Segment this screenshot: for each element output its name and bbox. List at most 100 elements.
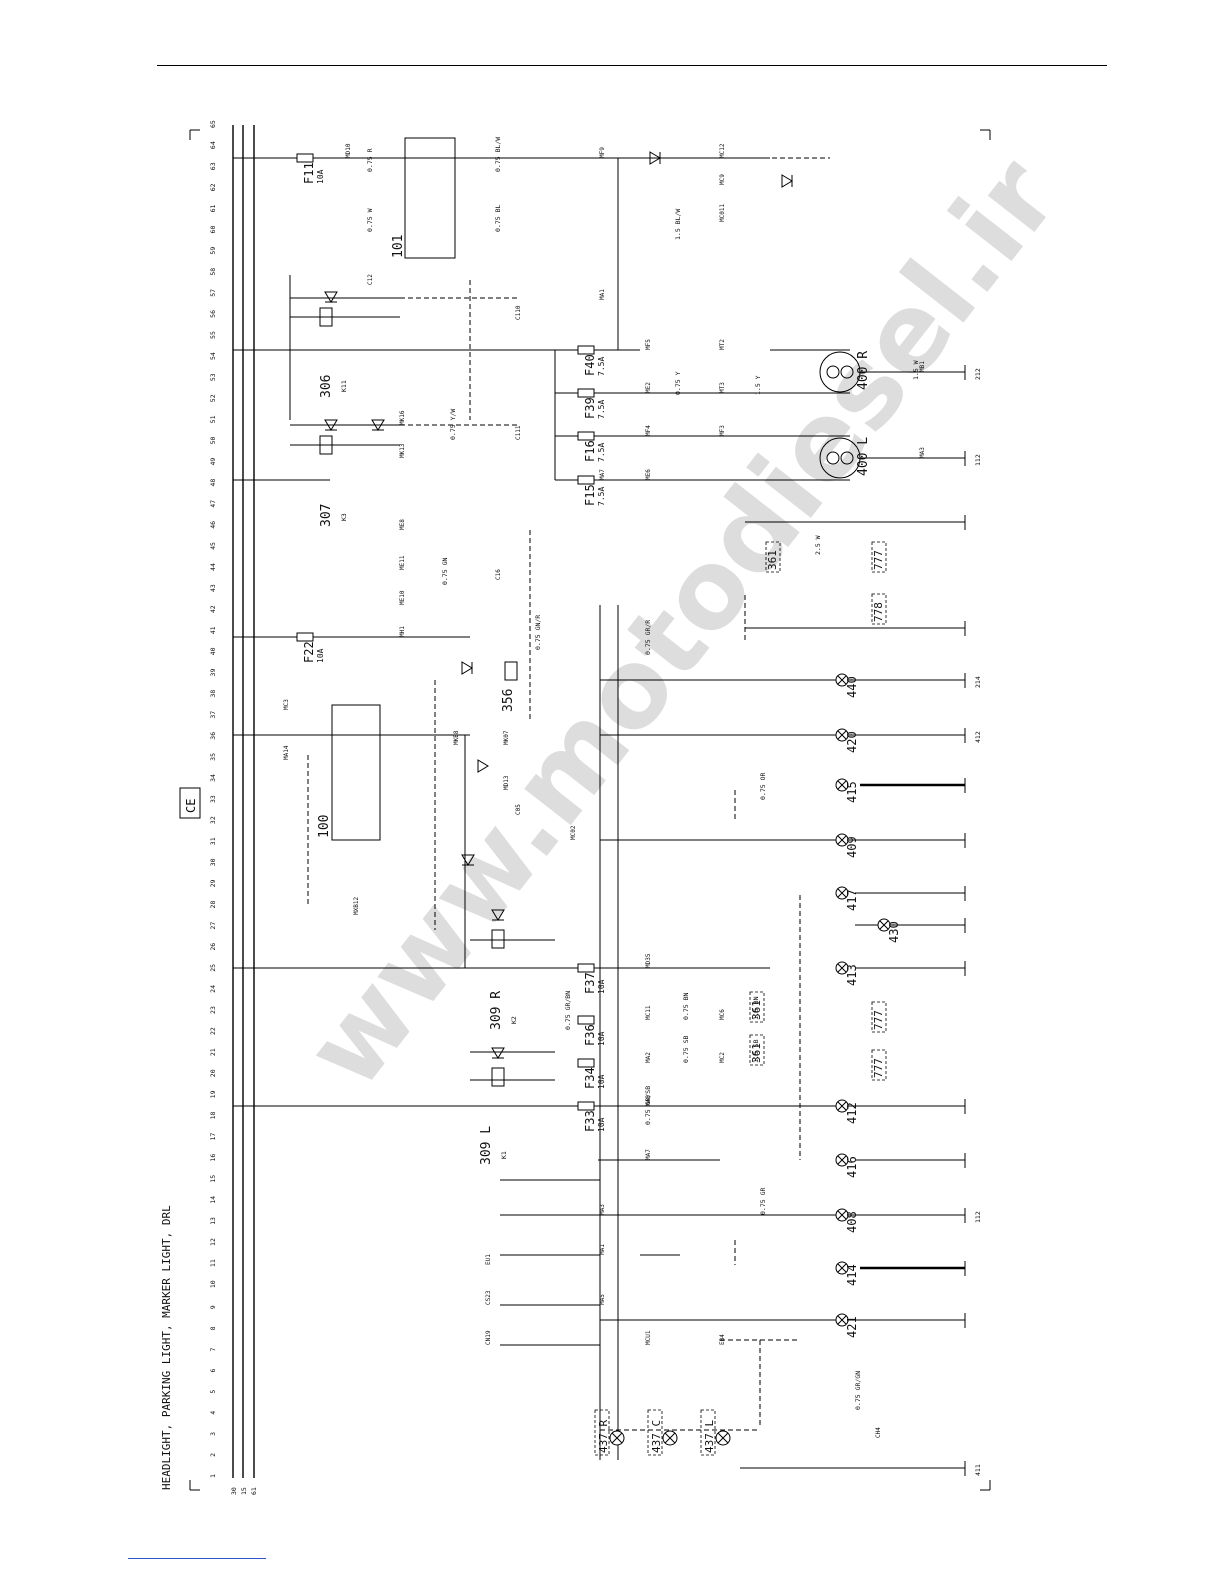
column-number: 13 [209, 1217, 217, 1225]
pin-label: MA8 [645, 1095, 652, 1106]
wire-label: 0.75 GN/R [534, 615, 542, 650]
fuse-id: F39 [583, 397, 597, 419]
pin-label: C16 [495, 569, 502, 580]
column-number: 56 [209, 310, 217, 318]
fuse-id: F37 [583, 972, 597, 994]
pin-label: MCU1 [645, 1330, 652, 1345]
fuse-body [577, 388, 595, 398]
pin-label: MK13 [399, 443, 406, 458]
relay-id: 307 [319, 504, 334, 527]
column-number: 65 [209, 120, 217, 128]
pin-label: MT3 [719, 382, 726, 393]
ground-label: 112 [974, 1211, 982, 1223]
column-scale: 1234567891011121314151617181920212223242… [209, 120, 217, 1478]
supply-rails [232, 125, 255, 1478]
column-number: 35 [209, 753, 217, 761]
pin-label: MF5 [645, 339, 652, 350]
pin-label: MK07 [503, 730, 510, 745]
pin-label: MA1 [599, 289, 606, 300]
column-number: 43 [209, 584, 217, 592]
column-number: 64 [209, 141, 217, 149]
pin-label: MA7 [599, 469, 606, 480]
lamp-cross [837, 888, 847, 898]
fuse-body [577, 1058, 595, 1068]
connector-id: 361 [766, 550, 779, 570]
fuse-body [577, 1015, 595, 1025]
headlamp-id: 400 L [856, 437, 871, 476]
pin-label: MD35 [645, 953, 652, 968]
connector-frame [871, 541, 887, 573]
lamp-id: 416 [845, 1156, 859, 1178]
pin-label: ME2 [645, 382, 652, 393]
column-number: 25 [209, 964, 217, 972]
headlamp-symbol [819, 437, 861, 479]
lamp-cross [837, 1263, 847, 1273]
relay-ref: K1 [500, 1151, 508, 1159]
lamp-id: 420 [845, 731, 859, 753]
fuse-body [577, 963, 595, 973]
column-number: 39 [209, 669, 217, 677]
fuse-rating: 7.5A [597, 487, 606, 506]
pin-label: CN19 [485, 1330, 492, 1345]
column-number: 26 [209, 943, 217, 951]
column-number: 46 [209, 521, 217, 529]
column-number: 24 [209, 985, 217, 993]
column-number: 33 [209, 795, 217, 803]
column-number: 31 [209, 837, 217, 845]
column-number: 51 [209, 415, 217, 423]
lamp-filament [826, 451, 840, 465]
column-number: 32 [209, 816, 217, 824]
lamp-cross [837, 1101, 847, 1111]
wire-label: 0.75 GN [441, 558, 449, 585]
pin-label: EU1 [485, 1254, 492, 1265]
pin-label: MD13 [503, 775, 510, 790]
relay-id: 306 [319, 375, 334, 398]
relay-id: 309 L [479, 1126, 494, 1165]
relay-id: 356 [501, 689, 516, 712]
diodes [324, 151, 793, 1059]
wire-label: 1.5 BN [752, 996, 760, 1020]
relay-id: 309 R [489, 991, 504, 1030]
lamp-cross [837, 963, 847, 973]
column-number: 14 [209, 1196, 217, 1204]
fuse-body [577, 475, 595, 485]
column-number: 4 [209, 1411, 217, 1415]
pin-label: MA3 [599, 1204, 606, 1215]
lamp-id: 440 [845, 676, 859, 698]
pin-label: MA3 [919, 447, 926, 458]
connector-frame [871, 593, 887, 625]
column-number: 23 [209, 1006, 217, 1014]
fuse-rating: 7.5A [597, 400, 606, 419]
relay-ref: K3 [340, 513, 348, 521]
column-number: 38 [209, 690, 217, 698]
wire-label: 0.75 GR [759, 1188, 767, 1215]
connector-id: 777 [872, 550, 885, 570]
wire-label: 1.5 W [912, 360, 920, 380]
column-number: 40 [209, 647, 217, 655]
pin-label: MC02 [570, 825, 577, 840]
side-lamp-cross [664, 1432, 676, 1444]
pin-label: C05 [515, 804, 522, 815]
pin-label: MH1 [399, 626, 406, 637]
wire-label: 0.75 Y/W [449, 409, 457, 440]
column-number: 60 [209, 226, 217, 234]
pin-label: MK16 [399, 410, 406, 425]
connector-frame [765, 541, 781, 573]
column-number: 16 [209, 1154, 217, 1162]
pin-label: C111 [515, 425, 522, 440]
column-number: 53 [209, 373, 217, 381]
lamp-cross [837, 1315, 847, 1325]
watermark: www.motodiesel.ir [282, 136, 1082, 1111]
column-number: 17 [209, 1133, 217, 1141]
side-lamp-id: 437 C [650, 1420, 663, 1453]
fuse-body [296, 632, 314, 642]
ground-label: 212 [974, 368, 982, 380]
column-number: 45 [209, 542, 217, 550]
